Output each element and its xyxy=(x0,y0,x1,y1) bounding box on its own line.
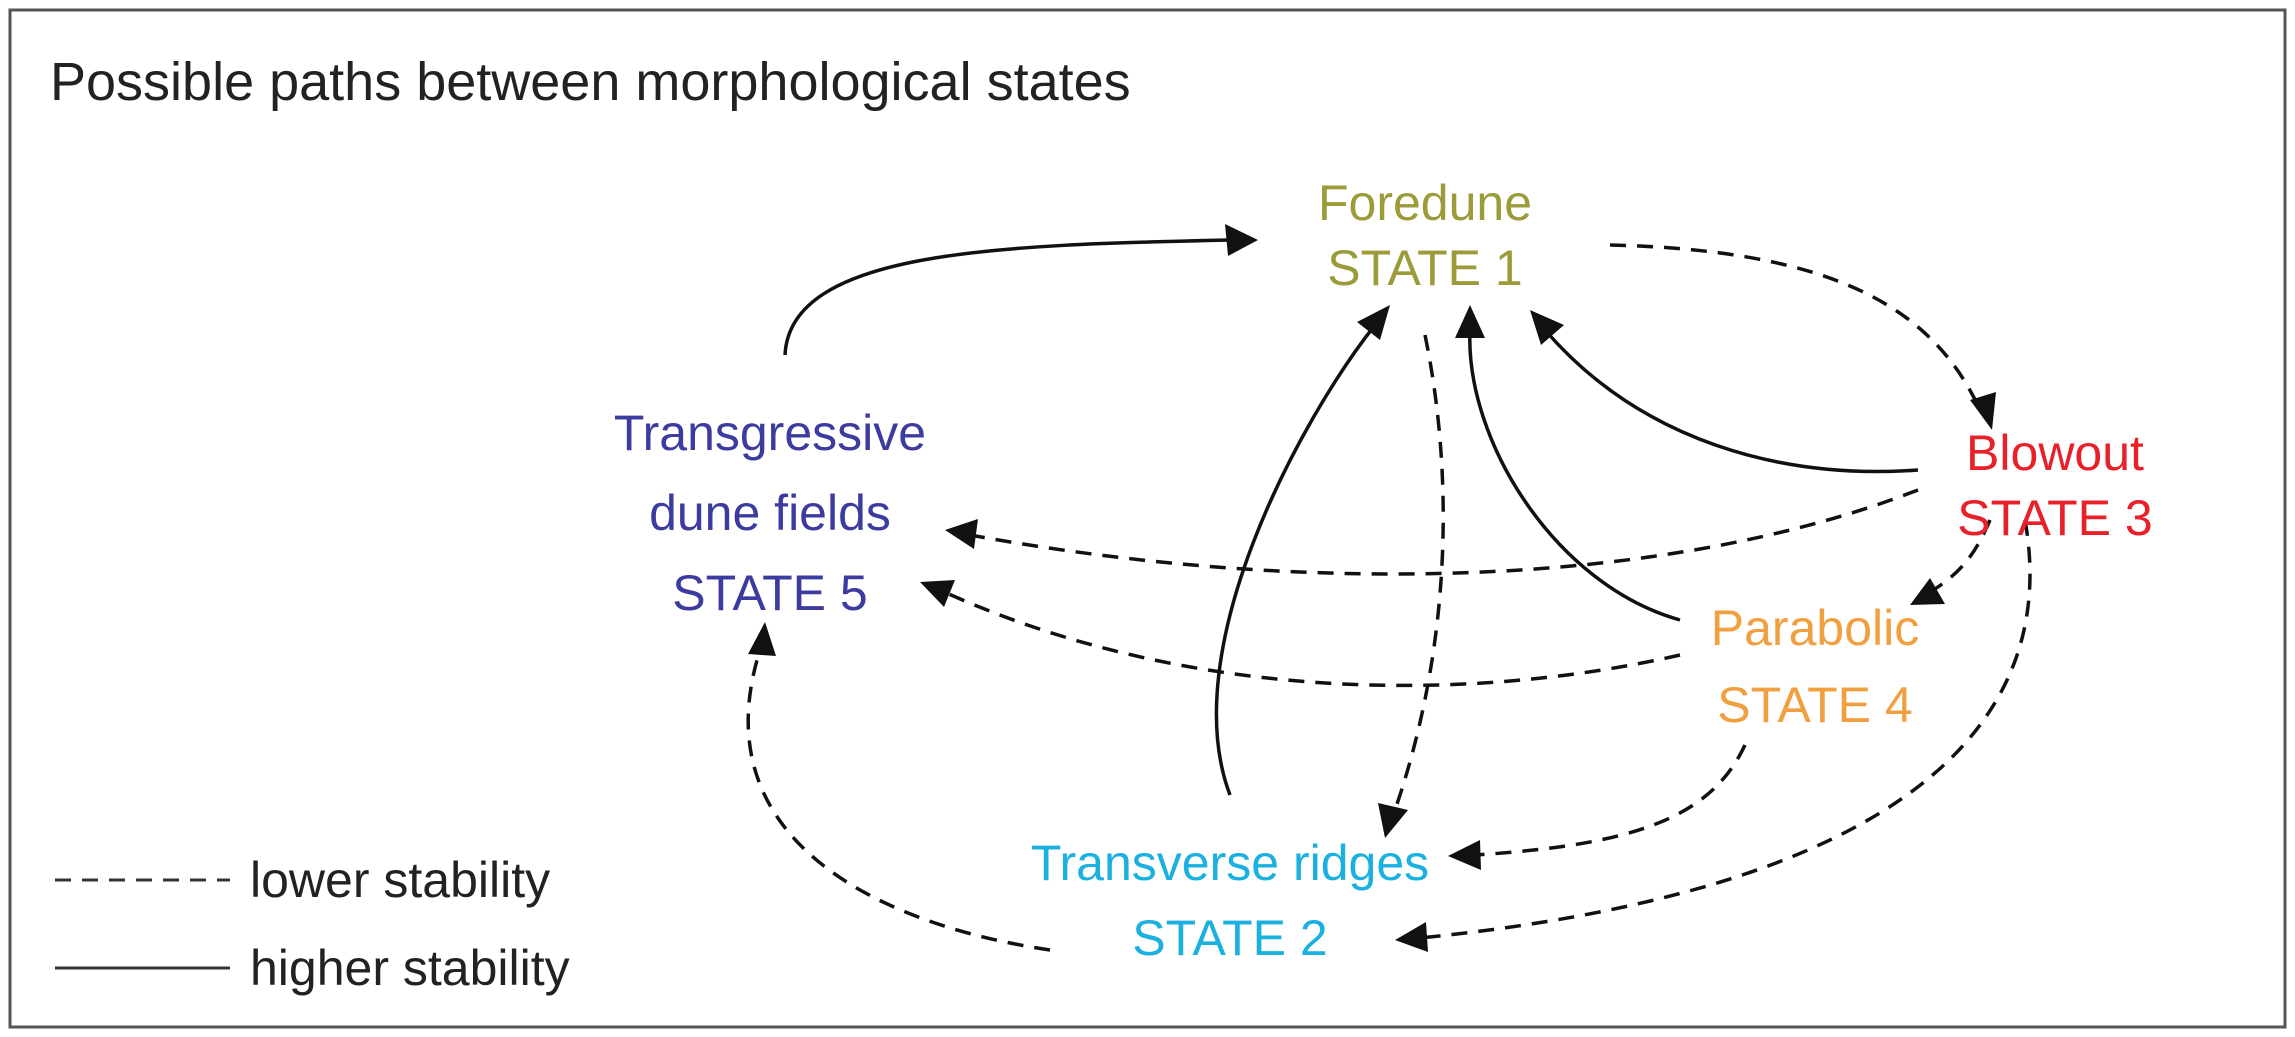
arrowhead-state3-to-state1 xyxy=(1530,310,1564,345)
state-3-label: STATE 3 xyxy=(1957,490,2152,546)
state-2-name: Transverse ridges xyxy=(1031,835,1429,891)
arrowhead-state2-to-state1 xyxy=(1357,305,1390,340)
legend-solid-label: higher stability xyxy=(250,940,570,996)
edge-state3-to-state2 xyxy=(1419,519,2032,940)
arrowhead-state5-to-state1 xyxy=(1225,224,1258,256)
state-5-name-line2: dune fields xyxy=(649,485,891,541)
edge-state3-to-state5 xyxy=(969,488,1919,576)
edge-state2-to-state1 xyxy=(1214,323,1377,796)
edges xyxy=(746,238,2032,952)
arrowhead-state3-to-state5 xyxy=(945,519,978,549)
arrowhead-state3-to-state2 xyxy=(1395,922,1428,952)
state-5-label: STATE 5 xyxy=(672,565,867,621)
state-1-label: STATE 1 xyxy=(1327,240,1522,296)
diagram-frame xyxy=(8,8,2287,1029)
node-state-1: Foredune STATE 1 xyxy=(1318,175,1532,296)
state-2-label: STATE 2 xyxy=(1132,910,1327,966)
edge-state2-to-state5 xyxy=(746,649,1051,952)
node-state-3: Blowout STATE 3 xyxy=(1957,425,2152,546)
edge-state3-to-state1 xyxy=(1543,328,1919,474)
state-3-name: Blowout xyxy=(1966,425,2144,481)
edge-state4-to-state1 xyxy=(1468,329,1681,622)
diagram-title: Possible paths between morphological sta… xyxy=(50,52,1131,112)
legend-dashed-label: lower stability xyxy=(250,852,550,908)
arrowheads xyxy=(748,224,1996,952)
state-5-name-line1: Transgressive xyxy=(614,405,926,461)
state-1-name: Foredune xyxy=(1318,175,1532,231)
arrowhead-state4-to-state2 xyxy=(1448,840,1481,870)
state-4-name: Parabolic xyxy=(1711,600,1919,656)
arrowhead-state1-to-state3 xyxy=(1970,392,1996,430)
arrowhead-state2-to-state5 xyxy=(748,622,776,656)
edge-state4-to-state2 xyxy=(1474,744,1747,857)
node-state-5: Transgressive dune fields STATE 5 xyxy=(614,405,926,621)
edge-state1-to-state3 xyxy=(1609,243,1982,411)
arrowhead-state4-to-state1 xyxy=(1455,305,1485,338)
edge-state5-to-state1 xyxy=(783,238,1231,356)
arrowhead-state3-to-state4 xyxy=(1910,578,1945,605)
arrowhead-state4-to-state5 xyxy=(920,580,955,607)
node-state-2: Transverse ridges STATE 2 xyxy=(1031,835,1429,966)
edge-state1-to-state2 xyxy=(1393,334,1445,811)
legend: lower stability higher stability xyxy=(55,852,570,996)
edge-state4-to-state5 xyxy=(939,588,1681,688)
arrowhead-state1-to-state2 xyxy=(1378,803,1408,838)
state-4-label: STATE 4 xyxy=(1717,677,1912,733)
node-state-4: Parabolic STATE 4 xyxy=(1711,600,1919,733)
